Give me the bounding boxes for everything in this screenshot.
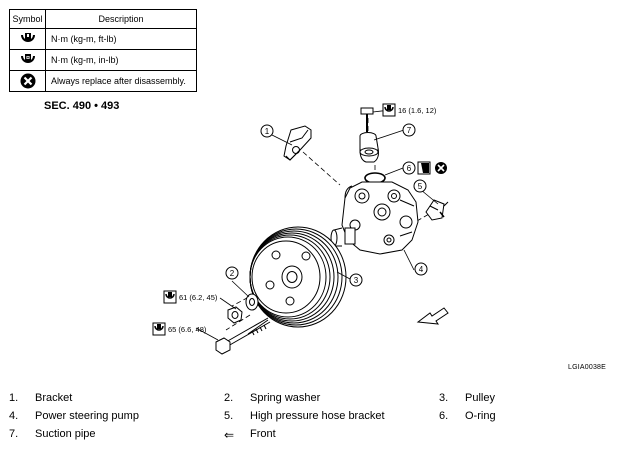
torque-value-bolt: 65 (6.6, 48) bbox=[168, 325, 207, 334]
part-number: 3. bbox=[439, 392, 449, 404]
callout-1-label: 1 bbox=[265, 127, 270, 136]
part-name: Front bbox=[250, 428, 276, 440]
figure-reference-code: LGIA0038E bbox=[568, 364, 606, 371]
part-name: Bracket bbox=[35, 392, 73, 404]
callout-6-label: 6 bbox=[407, 164, 412, 173]
part-number: 1. bbox=[9, 392, 19, 404]
legend-description: Always replace after disassembly. bbox=[45, 70, 197, 92]
legend-row: Always replace after disassembly. bbox=[9, 70, 197, 92]
top-bolt bbox=[360, 107, 374, 132]
part-name: High pressure hose bracket bbox=[250, 410, 385, 422]
callout-3: 3 bbox=[349, 273, 363, 287]
callout-4-label: 4 bbox=[419, 265, 424, 274]
always-replace-icon bbox=[435, 162, 447, 174]
torque-symbol-top bbox=[382, 103, 396, 117]
callout-2: 2 bbox=[225, 266, 239, 280]
hose-bracket bbox=[425, 199, 449, 221]
pulley bbox=[249, 226, 347, 328]
part-name: Spring washer bbox=[250, 392, 321, 404]
part-number: 5. bbox=[224, 410, 234, 422]
torque-value-top: 16 (1.6, 12) bbox=[398, 106, 437, 115]
power-steering-pump bbox=[330, 181, 419, 255]
legend-row: N·m (kg-m, ft-lb) bbox=[9, 28, 197, 50]
always-replace-icon bbox=[20, 73, 35, 89]
front-direction-arrow bbox=[416, 307, 449, 325]
torque-symbol-nut bbox=[163, 290, 177, 304]
part-number: 4. bbox=[9, 410, 19, 422]
callout-7-label: 7 bbox=[407, 126, 412, 135]
section-reference: SEC. 490 • 493 bbox=[44, 100, 120, 112]
part-number: 2. bbox=[224, 392, 234, 404]
front-arrow-icon: ⇐ bbox=[224, 428, 235, 442]
callout-7: 7 bbox=[402, 123, 416, 137]
spring-washer bbox=[245, 293, 259, 311]
part-name: O-ring bbox=[465, 410, 496, 422]
part-name: Power steering pump bbox=[35, 410, 139, 422]
part-name: Pulley bbox=[465, 392, 495, 404]
part-number: 7. bbox=[9, 428, 19, 440]
torque-wrench-icon bbox=[20, 33, 35, 42]
callout-2-label: 2 bbox=[230, 269, 235, 278]
symbol-legend-table: Symbol Description N·m (kg-m, ft-lb) N·m… bbox=[9, 9, 197, 92]
long-bolt bbox=[215, 317, 271, 355]
torque-wrench-inlb-icon bbox=[20, 54, 35, 63]
bracket-part bbox=[283, 125, 312, 161]
suction-pipe bbox=[359, 132, 379, 163]
part-name: Suction pipe bbox=[35, 428, 96, 440]
callout-6: 6 bbox=[402, 161, 416, 175]
pulley-nut bbox=[227, 306, 243, 324]
callout-5-label: 5 bbox=[418, 182, 423, 191]
o-ring-symbols bbox=[417, 161, 447, 175]
torque-value-nut: 61 (6.2, 45) bbox=[179, 293, 218, 302]
leader-lines bbox=[195, 109, 439, 341]
callout-5: 5 bbox=[413, 179, 427, 193]
callout-4: 4 bbox=[414, 262, 428, 276]
part-number: 6. bbox=[439, 410, 449, 422]
torque-symbol-bolt bbox=[152, 322, 166, 336]
callout-3-label: 3 bbox=[354, 276, 359, 285]
replace-part-icon bbox=[417, 161, 431, 175]
callout-1: 1 bbox=[260, 124, 274, 138]
